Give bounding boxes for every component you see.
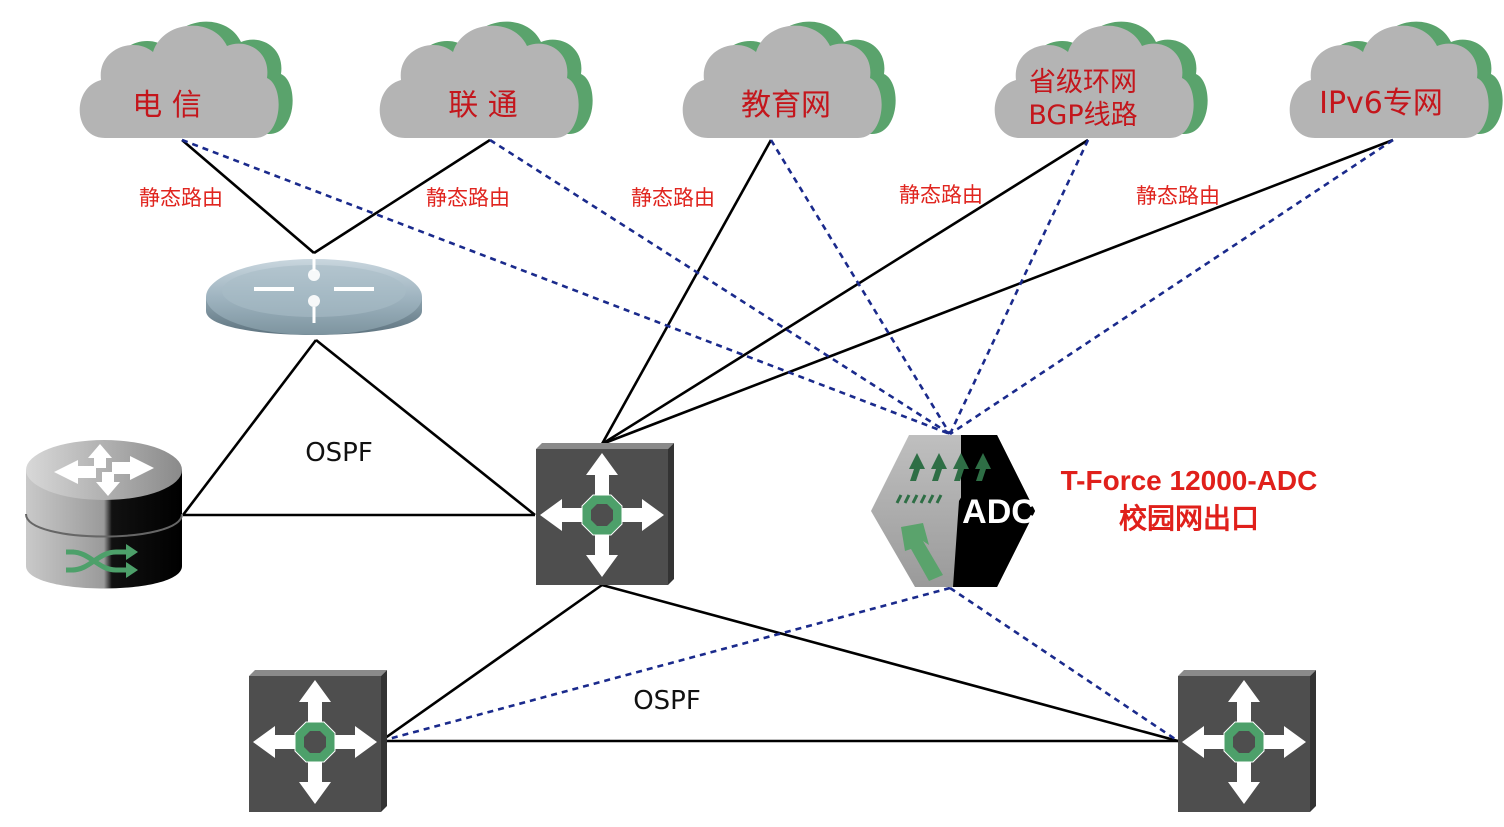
cloud-telecom-label: 电 信 <box>132 88 202 123</box>
dashed-ipv6-adc <box>949 138 1394 436</box>
switch-icon <box>249 670 387 812</box>
cloud-icon <box>1289 21 1503 138</box>
route-label-unicom: 静态路由 <box>426 186 510 210</box>
cloud-icon <box>379 21 593 138</box>
cloud-icon <box>994 21 1208 138</box>
dashed-telecom-adc <box>181 138 951 436</box>
link-telecom-router <box>181 139 315 254</box>
dashed-unicom-adc <box>489 138 951 436</box>
cloud-unicom-label: 联 通 <box>448 88 518 123</box>
route-label-ipv6: 静态路由 <box>1136 184 1220 208</box>
cloud-provincial-label-line2: BGP线路 <box>1028 100 1137 131</box>
adc-title: T-Force 12000-ADC <box>1061 465 1318 496</box>
link-edu-core <box>600 139 773 445</box>
dashed-edu-adc <box>769 139 952 435</box>
switch-icon <box>536 443 674 585</box>
adc-subtitle: 校园网出口 <box>1119 502 1259 535</box>
cloud-edu: 教育网 <box>682 21 896 138</box>
link-provincial-core <box>601 138 1089 446</box>
route-label-provincial: 静态路由 <box>899 183 983 207</box>
cloud-edu-label: 教育网 <box>741 88 831 123</box>
router-icon <box>206 257 422 335</box>
ospf-label-upper: OSPF <box>305 438 373 468</box>
ospf-label-lower: OSPF <box>633 686 701 716</box>
link-core-rightswitch <box>601 583 1179 743</box>
link-ipv6-core <box>601 138 1394 446</box>
cloud-unicom: 联 通 <box>379 21 593 138</box>
cloud-icon <box>682 21 896 138</box>
route-label-edu: 静态路由 <box>631 186 715 210</box>
shuffle-icon <box>66 544 138 578</box>
link-core-leftswitch <box>380 583 603 743</box>
dashed-adc-leftswitch <box>380 586 951 743</box>
cloud-ipv6: IPv6专网 <box>1289 21 1503 138</box>
router-switch-icon <box>25 440 183 589</box>
cloud-provincial-bgp: 省级环网 BGP线路 <box>994 21 1208 138</box>
adc-device-text: ADC <box>962 493 1036 531</box>
cloud-provincial-label-line1: 省级环网 <box>1029 67 1137 98</box>
link-unicom-router <box>313 138 491 255</box>
link-router-firewall <box>181 339 318 516</box>
link-router-core <box>315 338 536 517</box>
cloud-icon <box>79 21 293 138</box>
dashed-adc-rightswitch <box>949 586 1179 743</box>
connections <box>181 138 1394 743</box>
route-label-telecom: 静态路由 <box>139 186 223 210</box>
cloud-telecom: 电 信 <box>79 21 293 138</box>
cloud-ipv6-label: IPv6专网 <box>1319 86 1443 121</box>
adc-appliance-icon: ADC <box>871 435 1036 587</box>
switch-icon <box>1178 670 1316 812</box>
